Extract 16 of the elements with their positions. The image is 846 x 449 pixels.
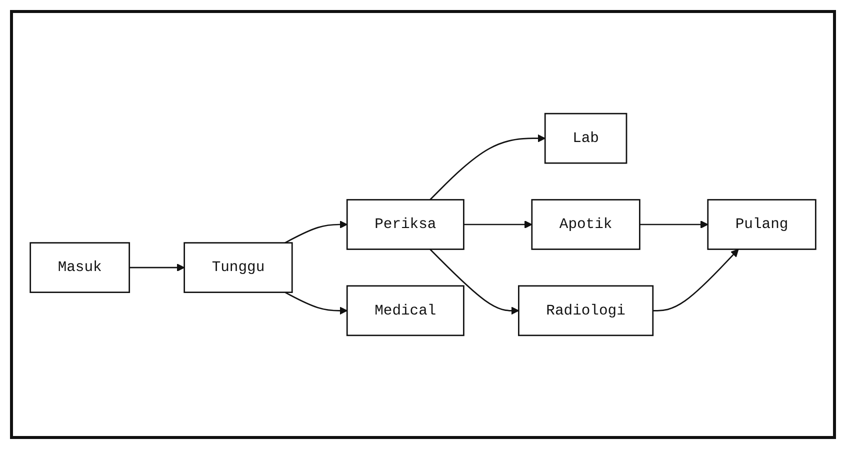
- arrow: [284, 292, 348, 315]
- arrow: [430, 248, 520, 315]
- node-box: Medical: [346, 285, 464, 336]
- node-box: Radiologi: [518, 285, 654, 336]
- node-box: Tunggu: [184, 242, 293, 293]
- node-box: Apotik: [531, 199, 640, 250]
- node-box: Periksa: [346, 199, 464, 250]
- arrow: [640, 220, 708, 229]
- arrow: [652, 248, 739, 312]
- node-box: Lab: [544, 112, 628, 164]
- arrow: [464, 220, 532, 229]
- arrow: [284, 220, 348, 244]
- node-box: Masuk: [30, 242, 130, 293]
- node-box: Pulang: [707, 199, 816, 250]
- arrow: [430, 134, 546, 200]
- arrow: [129, 264, 185, 272]
